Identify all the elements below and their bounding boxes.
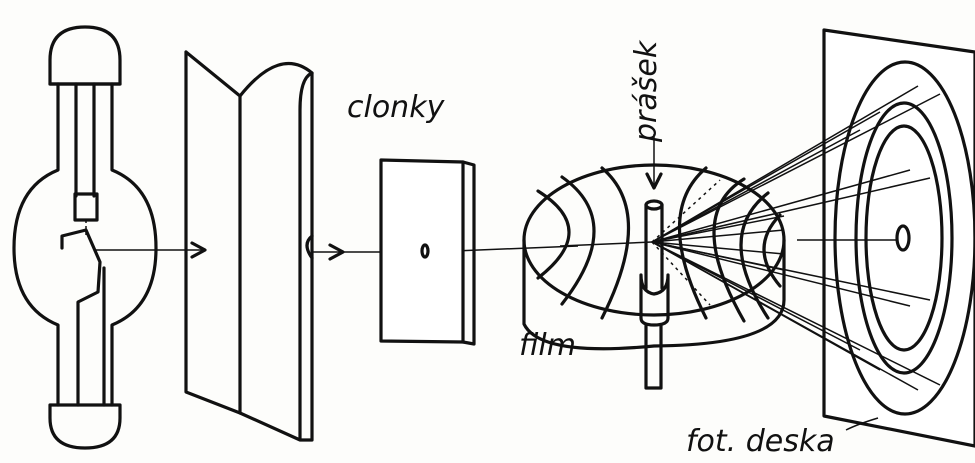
label-film: film — [519, 328, 576, 363]
plate-pointer-line — [845, 417, 879, 431]
powder-holder — [639, 134, 670, 390]
label-apertures: clonky — [347, 90, 446, 125]
label-photo-plate: fot. deska — [686, 424, 835, 459]
xray-beam — [95, 241, 579, 261]
aperture-shield-curved — [184, 50, 314, 442]
label-powder: prášek — [629, 39, 664, 143]
photo-plate — [651, 28, 975, 448]
xray-tube — [12, 25, 158, 450]
aperture-plate — [379, 158, 476, 346]
